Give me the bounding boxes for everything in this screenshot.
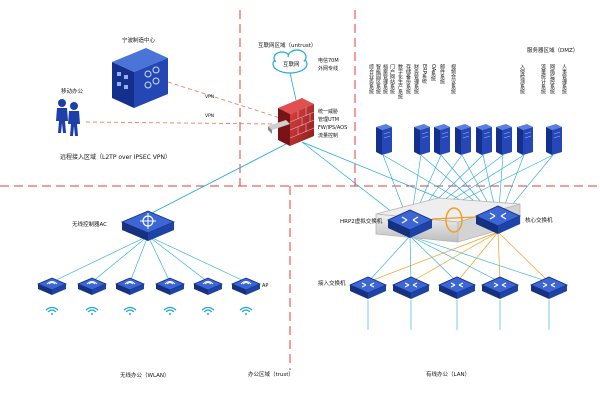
ap-link-line [129, 235, 149, 283]
ap-link-line [147, 235, 171, 283]
access-link-line [409, 235, 501, 283]
access-switch-row [349, 276, 568, 300]
wireless-controller-label: 无线控制器AC [72, 220, 107, 228]
server-label: 存储备份系统 [405, 63, 411, 95]
hq-label: 宁波制造中心 [122, 36, 156, 44]
hq-building-icon [112, 48, 168, 108]
access-link-line [367, 235, 411, 283]
firewall-icon [268, 98, 315, 146]
client-devices [45, 306, 550, 353]
ap-label: AP [262, 283, 268, 289]
server-label: 门户网站系统 [389, 63, 395, 95]
access-link-line [409, 235, 458, 283]
access-point-icon [115, 277, 145, 296]
server-label: 视频会议系统 [450, 63, 456, 95]
server-label: 邮件系统 [439, 63, 445, 85]
mobile-office-label: 移动办公 [61, 87, 84, 95]
access-point-row [37, 277, 261, 296]
ap-link-line [147, 235, 247, 283]
core-switch-icon [475, 205, 521, 234]
ap-link-line [147, 235, 209, 283]
vpn-link-mobile [85, 121, 279, 125]
uplink-line [289, 72, 297, 101]
access-point-icon [193, 277, 223, 296]
server-label: 综合业务系统 [368, 63, 374, 95]
firewall-label-line2: 管理UTM [318, 116, 339, 123]
zone-label-remote: 远程接入区域（L2TP over IPSEC VPN） [60, 153, 171, 161]
ac-link-line [147, 141, 291, 216]
access-link-line [409, 235, 550, 283]
wifi-signal-icon [239, 306, 253, 316]
hrp-link-ring [431, 207, 477, 233]
access-switch-icon [530, 276, 568, 300]
vpn-label-top: VPN [205, 94, 214, 100]
server-label: 流量统计系统 [540, 63, 546, 95]
zone-label-wired: 有线办公（LAN） [426, 370, 470, 378]
server-label: 网络监控系统 [549, 64, 555, 95]
isp-label-line1: 电信70M [318, 57, 339, 64]
wifi-signal-icon [163, 306, 177, 316]
firewall-label-line1: 统一威胁 [318, 108, 338, 115]
access-link-line [497, 231, 550, 283]
zone-dividers [0, 10, 600, 370]
wifi-signal-icon [123, 306, 137, 316]
vpn-link-hq [167, 81, 281, 119]
server-icon [433, 123, 451, 156]
server-row [375, 123, 563, 156]
firewall-label-line4: 流量控制 [318, 132, 338, 139]
ap-link-line [91, 235, 149, 283]
server-icon [516, 123, 534, 156]
server-icon [545, 123, 563, 156]
access-point-icon [231, 277, 261, 296]
server-icon [475, 123, 493, 156]
server-label: 人事管理系统 [561, 64, 567, 95]
access-link-line [410, 231, 499, 283]
server-label: 财务管理系统 [413, 63, 419, 95]
isp-label-line2: 外网专线 [318, 65, 338, 72]
server-label: 智能园区系统 [375, 63, 381, 95]
access-link-line [497, 231, 501, 283]
server-icon [413, 123, 431, 156]
vpn-label-mid: VPN [205, 113, 214, 119]
access-switch-icon [438, 276, 476, 300]
access-link-line [456, 231, 499, 283]
zone-label-wireless: 无线办公（WLAN） [120, 371, 170, 379]
ap-link-line [51, 235, 149, 283]
server-icon [454, 123, 472, 156]
server-labels: 综合业务系统智能园区系统档案管理系统门户网站系统数字化生产系统存储备份系统财务管… [368, 63, 567, 100]
mobile-office-person-icon [56, 99, 80, 136]
access-link-line [367, 231, 499, 283]
firewall-label-line3: FW/IPS/AOS [318, 125, 347, 131]
zone-label-office: 办公区域（trust） [248, 370, 294, 378]
zone-label-internet: 互联网区域（untrust） [258, 41, 316, 49]
access-switch-icon [392, 276, 430, 300]
access-point-icon [77, 277, 107, 296]
internet-cloud-label: 互联网 [283, 60, 300, 68]
access-switch-icon [349, 276, 387, 300]
access-link-line [409, 235, 412, 283]
hrp-switch-label: HRP2虚拟交换机 [340, 217, 383, 225]
zone-label-servers: 服务器区域（DMZ） [527, 46, 578, 54]
server-label: 档案管理系统 [382, 63, 388, 95]
server-label: OA系统 [430, 64, 436, 83]
server-label: 数字化生产系统 [397, 63, 403, 100]
wireless-controller-icon [120, 210, 176, 241]
server-icon [495, 123, 513, 156]
core-switch-label: 核心交换机 [525, 216, 553, 224]
server-label: 入侵检测系统 [519, 64, 525, 95]
server-label: ERP系统 [421, 64, 427, 85]
internet-cloud-icon [272, 49, 308, 74]
server-icon [375, 123, 393, 156]
access-point-icon [155, 277, 185, 296]
hrp-switch-icon [387, 209, 433, 238]
wifi-signal-icon [201, 306, 215, 316]
access-switch-label: 接入交换机 [318, 279, 346, 287]
access-point-icon [37, 277, 67, 296]
wifi-signal-icon [45, 306, 59, 316]
access-switch-icon [481, 276, 519, 300]
wifi-signal-icon [85, 306, 99, 316]
